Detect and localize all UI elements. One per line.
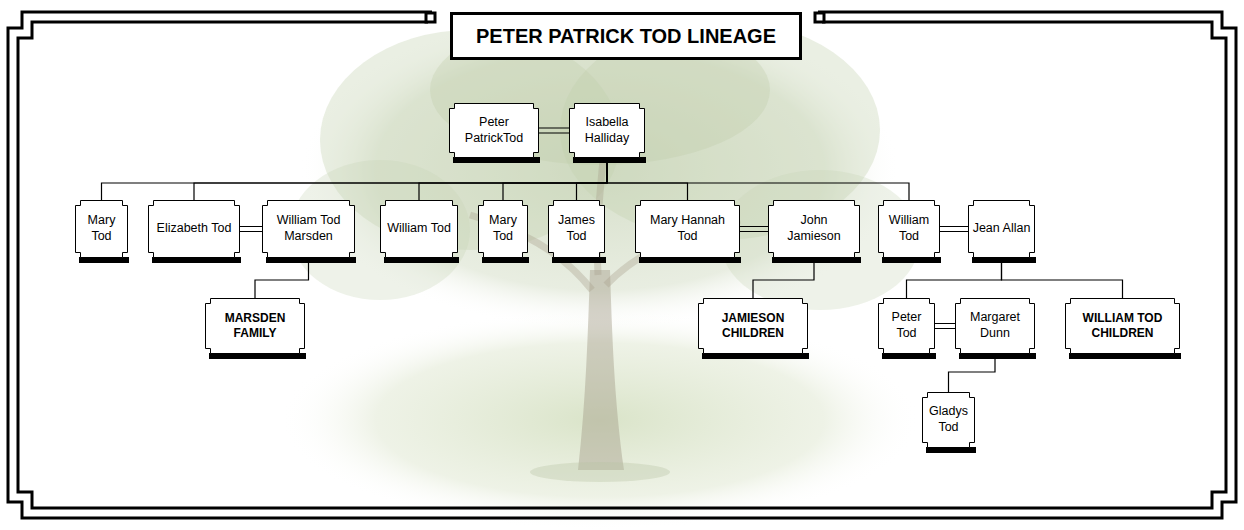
- marriage-line: [940, 227, 968, 232]
- box-border: [76, 201, 128, 258]
- marriage-line: [740, 227, 768, 232]
- marriage-line: [240, 227, 262, 232]
- node-label: MARSDEN FAMILY: [209, 311, 301, 341]
- descent-line: [607, 158, 909, 200]
- node-label: JAMIESON CHILDREN: [702, 311, 804, 341]
- box-border: [956, 299, 1035, 354]
- person-box: Margaret Dunn: [955, 298, 1035, 354]
- descent-line: [194, 158, 607, 200]
- box-border: [450, 104, 539, 158]
- person-box: William Tod Marsden: [262, 200, 355, 258]
- box-border: [381, 201, 458, 258]
- person-box: James Tod: [548, 200, 605, 258]
- box-border: [1066, 299, 1180, 354]
- box-border: [769, 201, 860, 258]
- node-label: James Tod: [552, 213, 601, 244]
- box-border: [549, 201, 605, 258]
- family-group-box: MARSDEN FAMILY: [205, 298, 305, 354]
- person-box: Jean Allan: [968, 200, 1035, 258]
- box-border: [570, 104, 645, 158]
- marriage-line: [539, 128, 569, 133]
- node-label: Mary Hannah Tod: [639, 213, 736, 244]
- node-label: Margaret Dunn: [959, 310, 1031, 341]
- node-label: WILLIAM TOD CHILDREN: [1069, 311, 1176, 341]
- person-box: Isabella Halliday: [569, 103, 645, 158]
- node-label: William Tod Marsden: [266, 213, 351, 244]
- shadow: [530, 462, 670, 482]
- node-label: John Jamieson: [772, 213, 856, 244]
- box-border: [879, 299, 935, 354]
- frame-outer: [8, 12, 1236, 518]
- person-box: Elizabeth Tod: [148, 200, 240, 258]
- descent-line: [577, 158, 608, 200]
- tree-illustration: [280, 10, 920, 530]
- box-border: [479, 201, 528, 258]
- family-group-box: JAMIESON CHILDREN: [698, 298, 808, 354]
- node-label: Gladys Tod: [926, 404, 971, 435]
- page-frame: [8, 12, 1236, 518]
- descent-line: [949, 354, 996, 392]
- box-border: [923, 393, 975, 448]
- person-box: Mary Tod: [75, 200, 128, 258]
- descent-line: [1002, 258, 1123, 298]
- box-border: [636, 201, 740, 258]
- descent-line: [607, 158, 688, 200]
- person-box: Peter PatrickTod: [449, 103, 539, 158]
- box-border: [149, 201, 240, 258]
- node-label: Mary Tod: [482, 213, 524, 244]
- box-border: [969, 201, 1035, 258]
- title-box: PETER PATRICK TOD LINEAGE: [450, 12, 802, 60]
- person-box: Gladys Tod: [922, 392, 975, 448]
- family-group-box: WILLIAM TOD CHILDREN: [1065, 298, 1180, 354]
- branches: [470, 150, 740, 290]
- node-label: Mary Tod: [79, 213, 124, 244]
- frame-end-square: [426, 13, 435, 22]
- person-box: John Jamieson: [768, 200, 860, 258]
- node-label: Jean Allan: [973, 221, 1031, 237]
- person-box: Peter Tod: [878, 298, 935, 354]
- person-box: William Tod: [380, 200, 458, 258]
- descent-line: [503, 158, 607, 200]
- descent-line: [907, 258, 1002, 298]
- box-border: [206, 299, 305, 354]
- node-label: Peter Tod: [882, 310, 931, 341]
- frame-end-square: [815, 13, 824, 22]
- node-label: Peter PatrickTod: [453, 115, 535, 146]
- person-box: William Tod: [878, 200, 940, 258]
- descent-line: [419, 158, 607, 200]
- descent-line: [753, 258, 814, 298]
- frame-inner: [18, 22, 1226, 508]
- box-border: [699, 299, 808, 354]
- box-border: [263, 201, 355, 258]
- node-label: Elizabeth Tod: [157, 221, 232, 237]
- person-box: Mary Hannah Tod: [635, 200, 740, 258]
- person-box: Mary Tod: [478, 200, 528, 258]
- trunk: [578, 270, 624, 470]
- box-border: [879, 201, 940, 258]
- marriage-line: [935, 324, 955, 329]
- node-label: William Tod: [882, 213, 936, 244]
- node-label: Isabella Halliday: [573, 115, 641, 146]
- node-label: William Tod: [387, 221, 451, 237]
- descent-line: [255, 258, 309, 298]
- descent-line: [102, 158, 608, 200]
- title-text: PETER PATRICK TOD LINEAGE: [476, 25, 776, 48]
